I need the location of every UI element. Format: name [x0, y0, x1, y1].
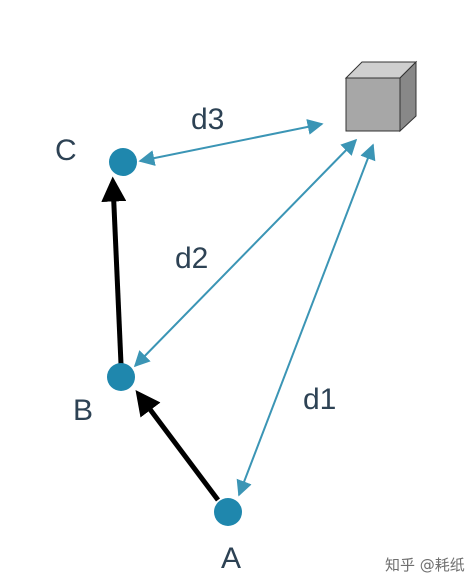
path-arrow-b-to-c	[101, 176, 127, 365]
watermark-text: 知乎 @耗纸	[385, 556, 465, 574]
d3-label: d3	[191, 103, 224, 136]
cube-front-face	[345, 77, 401, 132]
d1-distance-line	[236, 143, 376, 497]
d2-distance-line	[133, 138, 358, 368]
node-c	[109, 148, 137, 176]
d1-label: d1	[303, 383, 336, 416]
node-a-label: A	[221, 542, 241, 575]
node-a	[214, 498, 242, 526]
node-c-label: C	[55, 134, 77, 167]
d3-distance-line	[138, 119, 324, 166]
d2-label: d2	[175, 242, 208, 275]
node-b	[107, 363, 135, 391]
path-arrow-a-to-b	[135, 390, 220, 502]
node-b-label: B	[73, 394, 93, 427]
cube-landmark-icon	[344, 60, 418, 133]
